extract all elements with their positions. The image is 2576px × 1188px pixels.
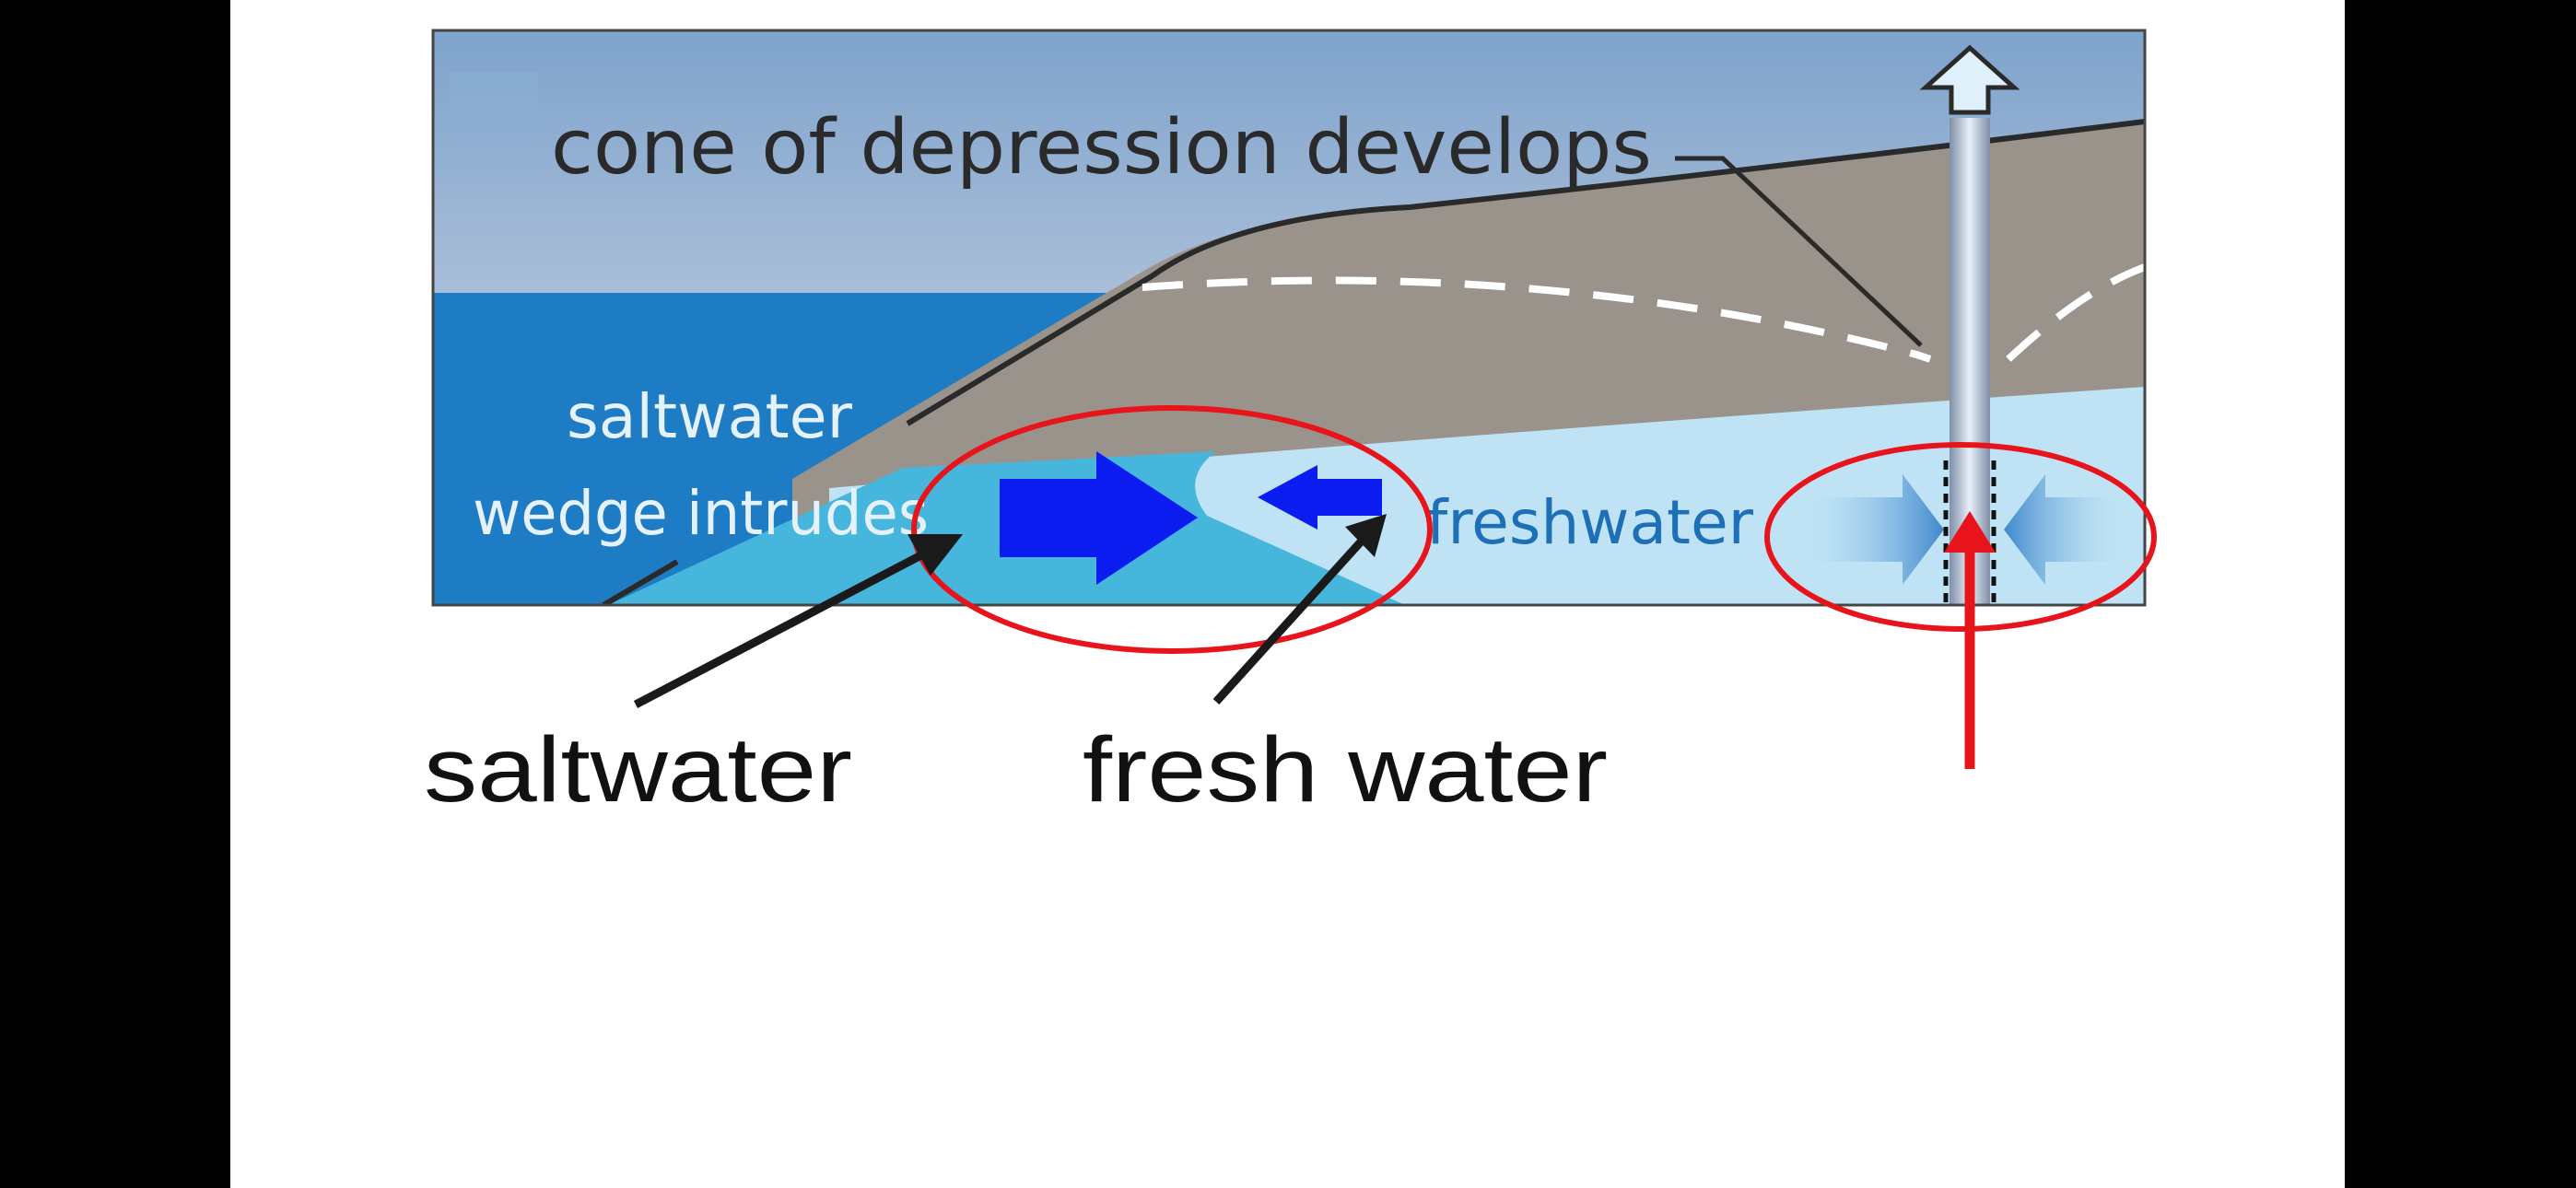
cross-section-panel: cone of depression develops saltwater we…: [433, 30, 2145, 605]
fresh-water-annotation-label: fresh water: [1083, 718, 1608, 821]
saltwater-wedge-label-line1: saltwater: [567, 381, 853, 452]
red-pointer-arrow-head: [1944, 511, 1996, 553]
saltwater-wedge-label-line2: wedge intrudes: [473, 478, 929, 549]
freshwater-label: freshwater: [1426, 487, 1754, 558]
pumping-arrow-icon: [1919, 44, 2020, 115]
water-table-dashed-right: [2006, 263, 2145, 362]
saltwater-annotation-label: saltwater: [424, 718, 852, 821]
cone-of-depression-label: cone of depression develops: [551, 104, 1652, 192]
panel-border: [431, 29, 2147, 607]
fresh-water-pointer-arrow-head: [1345, 514, 1387, 557]
sky-mark: [450, 72, 538, 136]
water-table-dashed: [1142, 276, 1932, 363]
seafloor-line: [602, 559, 679, 605]
saltwater-flow-arrow: [1000, 451, 1198, 585]
land-surface-line: [906, 119, 2145, 426]
annotation-circle-well: [1764, 442, 2157, 632]
saltwater-pointer-arrow-head: [907, 534, 963, 576]
saltwater-pointer-arrow: [633, 544, 938, 708]
inflow-arrow-left: [1810, 474, 1944, 585]
annotation-circle-interface: [911, 405, 1433, 654]
cone-leader-line: [1675, 156, 1923, 347]
inflow-arrow-right: [2004, 474, 2119, 585]
fresh-water-pointer-arrow: [1212, 535, 1367, 705]
freshwater-flow-arrow: [1258, 465, 1382, 530]
